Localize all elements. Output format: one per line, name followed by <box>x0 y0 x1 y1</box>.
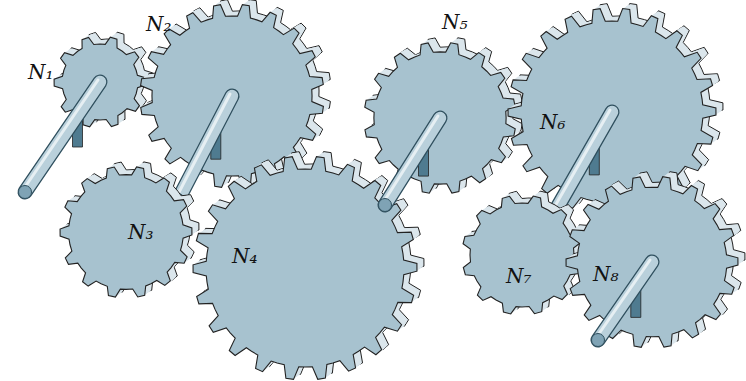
gear-label: N₃ <box>128 222 154 242</box>
gear-face <box>60 167 192 297</box>
shaft-highlight <box>23 80 98 190</box>
shaft-end <box>379 199 392 212</box>
gear-label: N₅ <box>442 12 468 32</box>
shaft <box>25 82 100 192</box>
shaft-highlight <box>383 116 438 203</box>
shaft-outline <box>178 96 232 200</box>
gear-face <box>463 196 581 314</box>
shaft-outline <box>25 82 100 192</box>
gear-label: N₆ <box>540 112 566 132</box>
shaft-end <box>592 334 605 347</box>
gear <box>60 162 199 297</box>
gear-face <box>566 177 738 348</box>
shaft <box>178 96 232 200</box>
shaft-end <box>19 186 32 199</box>
shaft <box>385 118 440 205</box>
shaft-outline <box>385 118 440 205</box>
gear-label: N₄ <box>232 246 258 266</box>
gear <box>566 172 745 348</box>
gear <box>365 38 522 212</box>
gear-label: N₇ <box>506 266 532 286</box>
gear-face <box>193 157 417 380</box>
gear-label: N₂ <box>146 14 172 34</box>
shaft-highlight <box>176 94 230 198</box>
gear-label: N₁ <box>28 62 54 82</box>
gear-label: N₈ <box>593 264 619 284</box>
gear <box>463 191 588 314</box>
